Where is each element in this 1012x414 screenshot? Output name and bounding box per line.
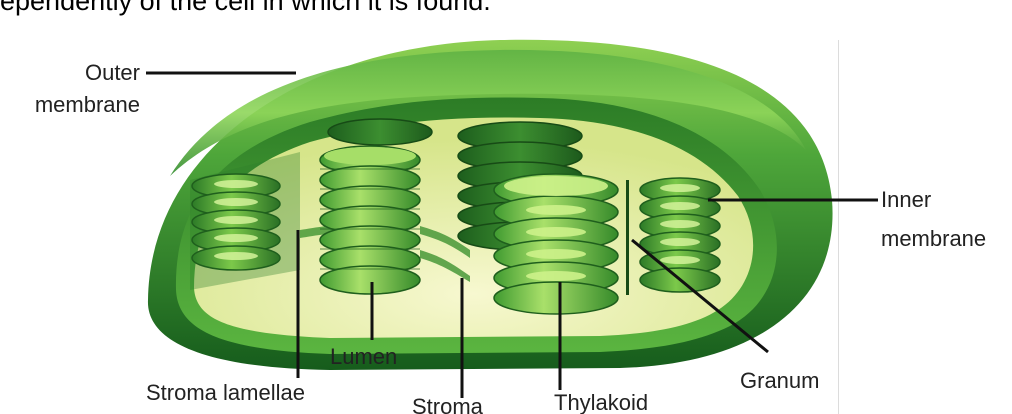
granum-stack-thylakoid — [494, 174, 618, 314]
label-inner: Inner — [881, 187, 931, 212]
label-inner-membrane: membrane — [881, 226, 986, 251]
label-thylakoid: Thylakoid — [554, 390, 648, 414]
label-lumen: Lumen — [330, 344, 397, 369]
label-granum: Granum — [740, 368, 819, 393]
label-outer: Outer — [85, 60, 140, 85]
label-stroma: Stroma — [412, 394, 484, 414]
label-stroma-lamellae: Stroma lamellae — [146, 380, 305, 405]
label-outer-membrane: membrane — [35, 92, 140, 117]
granum-stack-lumen — [320, 146, 420, 294]
